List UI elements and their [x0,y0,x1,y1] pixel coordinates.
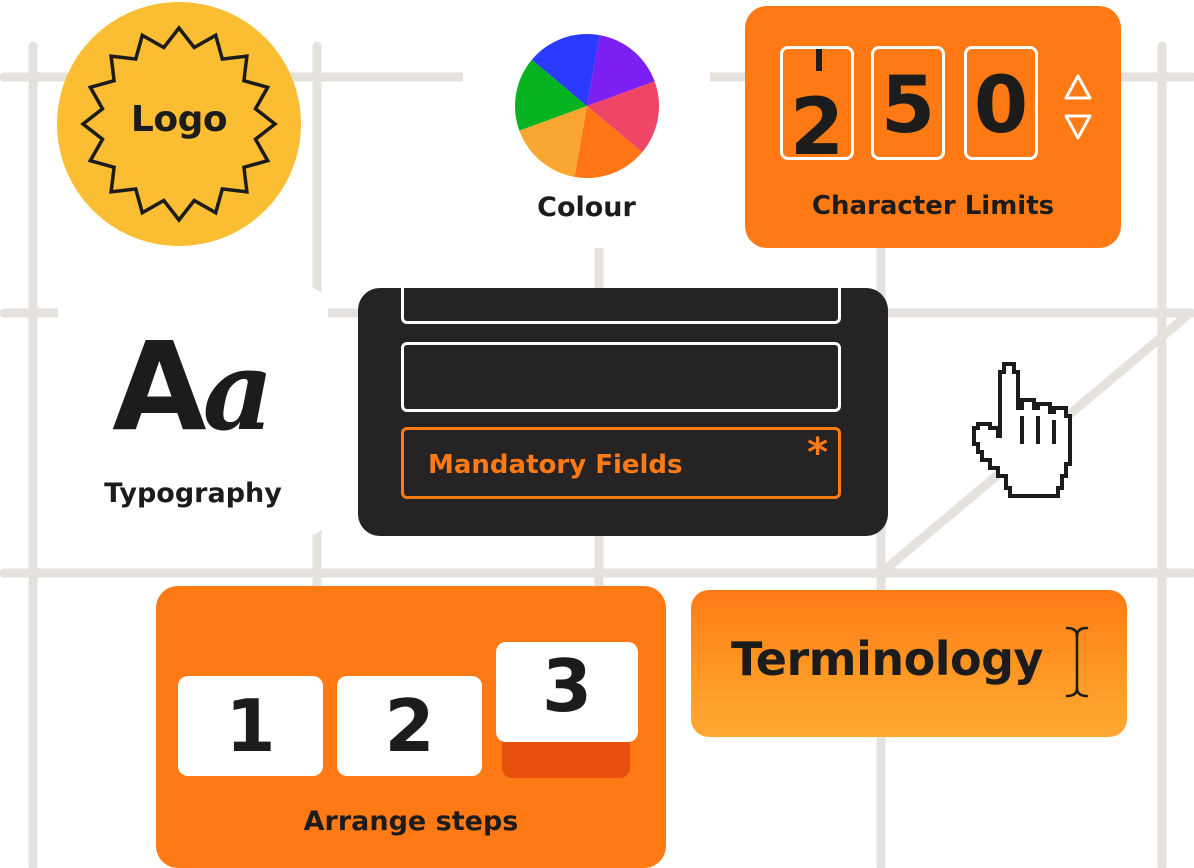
character-limits-card: 2 5 0 Character Limits [745,6,1121,248]
arrange-steps-card: 1 2 3 Arrange steps [156,586,666,868]
colour-wheel-segment [587,35,655,107]
colour-wheel-icon [514,33,660,179]
required-asterisk: * [807,430,828,476]
typography-sample-upper: A [112,316,206,458]
step-tile[interactable]: 2 [337,676,482,776]
digit-box: 0 [964,46,1038,160]
up-down-arrows-icon [1064,74,1092,140]
colour-wheel-segment [587,81,660,153]
form-field [401,288,841,324]
digit-value: 0 [973,61,1029,151]
colour-wheel-segment [519,106,587,177]
digit-box: 2 [780,46,854,160]
form-field [401,342,841,412]
colour-wheel-segment [514,59,587,131]
mandatory-form-field: Mandatory Fields * [401,427,841,499]
pointer-hand-icon [972,362,1072,498]
colour-wheel-segment [531,33,600,107]
logo-card: Logo [57,2,301,246]
typography-sample-lower: a [202,326,274,455]
colour-card: Colour [463,2,710,248]
text-cursor-icon [1065,626,1089,698]
digit-value: 2 [789,83,845,160]
mandatory-fields-card: Mandatory Fields * [358,288,888,536]
starburst-icon [80,25,278,223]
step-tile-raised[interactable]: 3 [496,642,638,742]
colour-label: Colour [537,192,636,223]
typography-label: Typography [104,478,282,509]
digit-box: 5 [871,46,945,160]
mandatory-fields-label: Mandatory Fields [428,450,683,480]
typography-sample: Aa [58,326,328,448]
step-tile[interactable]: 1 [178,676,323,776]
typography-card: Aa Typography [58,286,328,537]
digit-flip-tick [816,49,822,71]
terminology-label: Terminology [731,632,1044,686]
colour-wheel-segment [574,106,643,179]
arrange-steps-label: Arrange steps [303,806,519,837]
logo-label: Logo [130,99,228,140]
digit-value: 5 [880,61,936,151]
character-limits-label: Character Limits [811,191,1055,221]
terminology-card: Terminology [691,590,1127,737]
